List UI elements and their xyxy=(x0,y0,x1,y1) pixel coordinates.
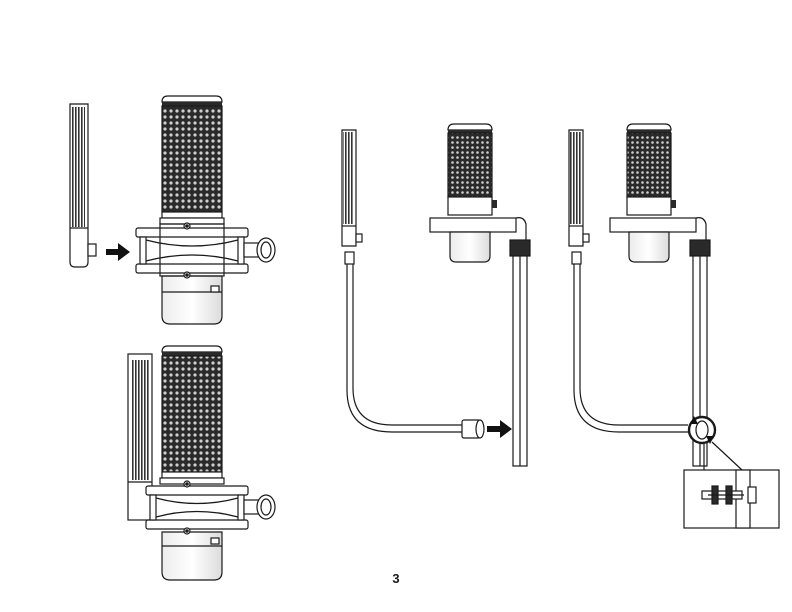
step-2-illustration xyxy=(128,346,275,580)
microphone xyxy=(160,96,224,324)
mic-stand xyxy=(510,218,530,466)
step-1-illustration xyxy=(70,96,275,324)
arrow-right-icon xyxy=(487,420,512,438)
pop-filter xyxy=(70,104,96,267)
microphone xyxy=(160,346,224,580)
microphone xyxy=(610,124,696,262)
step-4-illustration xyxy=(569,124,779,528)
page-number: 3 xyxy=(386,571,406,586)
shock-mount xyxy=(146,481,275,534)
step-3-illustration xyxy=(342,124,530,466)
shock-mount xyxy=(136,223,275,278)
arrow-right-icon xyxy=(106,243,130,261)
microphone xyxy=(430,124,516,262)
rotate-clockwise-icon xyxy=(689,416,715,444)
